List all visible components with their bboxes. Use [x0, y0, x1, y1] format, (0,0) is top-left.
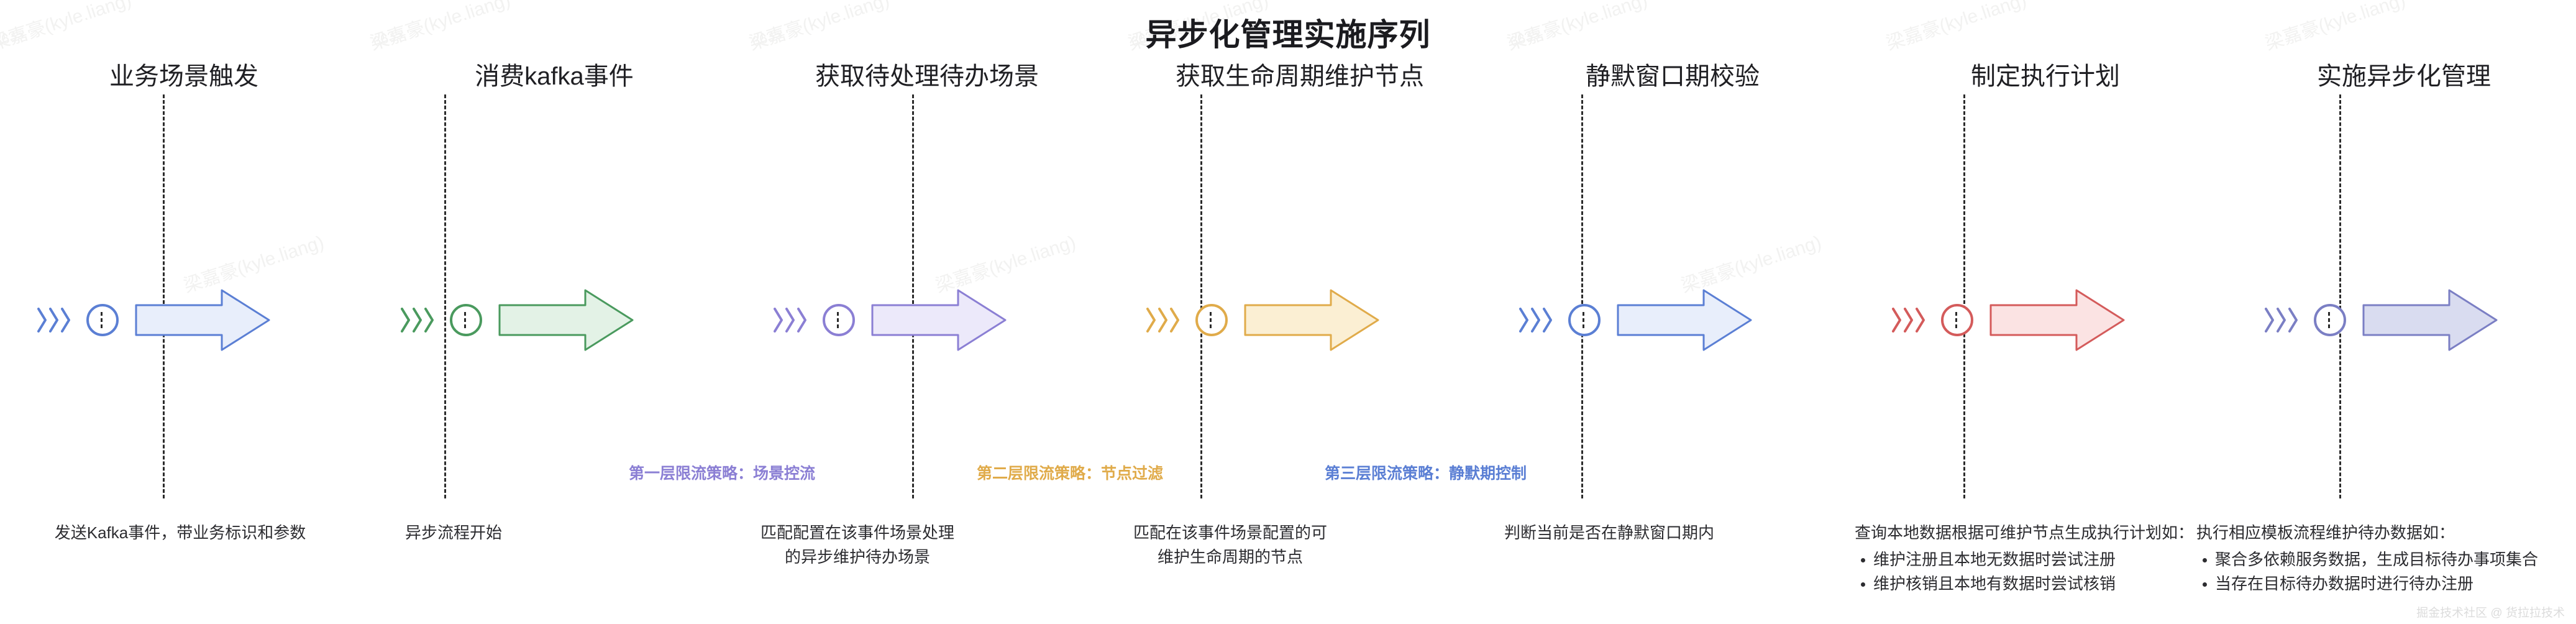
chevron-right-icon — [2277, 308, 2286, 333]
chevron-right-icon — [797, 308, 806, 333]
footer-credit: 掘金技术社区 @ 货拉拉技术 — [2416, 607, 2565, 620]
step-heading-6: 制定执行计划 — [1971, 63, 2120, 90]
flow-arrow-4 — [1244, 289, 1379, 351]
desc-line: 匹配在该事件场景配置的可 — [1133, 523, 1327, 542]
chevron-right-icon — [49, 308, 58, 333]
list-item: 维护注册且本地无数据时尝试注册 — [1855, 548, 2227, 572]
chevron-right-icon — [1519, 308, 1528, 333]
chevron-right-icon — [1146, 308, 1156, 333]
node-marker-4 — [1195, 304, 1228, 336]
desc-line: 异步流程开始 — [404, 523, 502, 542]
lifeline-2 — [444, 94, 446, 498]
flow-segment-7 — [2265, 283, 2499, 357]
page-title: 异步化管理实施序列 — [1145, 17, 1431, 52]
desc-bullet-list-7: 聚合多依赖服务数据，生成目标待办事项集合 当存在目标待办数据时进行待办注册 — [2196, 548, 2575, 596]
node-marker-6 — [1941, 304, 1973, 336]
step-column-3: 获取待处理待办场景 — [741, 0, 1113, 624]
node-marker-3 — [823, 304, 855, 336]
step-heading-3: 获取待处理待办场景 — [815, 63, 1039, 90]
flow-segment-2 — [401, 283, 635, 357]
node-marker-1 — [86, 304, 119, 336]
chevron-right-icon — [413, 308, 422, 333]
step-description-2: 异步流程开始 — [360, 521, 547, 545]
chevron-right-icon — [401, 308, 410, 333]
chevron-right-icon — [1531, 308, 1540, 333]
step-heading-1: 业务场景触发 — [109, 63, 258, 90]
flow-arrow-6 — [1989, 289, 2125, 351]
desc-line: 执行相应模板流程维护待办数据如： — [2196, 523, 2455, 542]
step-column-7: 实施异步化管理 — [2232, 0, 2576, 624]
desc-line: 匹配配置在该事件场景处理 — [760, 523, 954, 542]
chevron-right-icon — [774, 308, 783, 333]
chevron-right-icon — [37, 308, 47, 333]
lifeline-1 — [163, 94, 165, 498]
step-heading-5: 静默窗口期校验 — [1586, 63, 1760, 90]
chevron-right-icon — [1543, 308, 1552, 333]
desc-bullet-list-6: 维护注册且本地无数据时尝试注册 维护核销且本地有数据时尝试核销 — [1855, 548, 2227, 596]
chevron-right-icon — [1904, 308, 1913, 333]
step-description-5: 判断当前是否在静默窗口期内 — [1473, 521, 1746, 545]
flow-arrow-1 — [135, 289, 270, 351]
node-marker-2 — [450, 304, 482, 336]
step-description-7: 执行相应模板流程维护待办数据如： 聚合多依赖服务数据，生成目标待办事项集合 当存… — [2196, 521, 2575, 596]
flow-arrow-7 — [2362, 289, 2498, 351]
flow-arrow-5 — [1617, 289, 1752, 351]
desc-line: 维护生命周期的节点 — [1157, 548, 1303, 566]
step-heading-7: 实施异步化管理 — [2317, 63, 2491, 90]
list-item: 聚合多依赖服务数据，生成目标待办事项集合 — [2196, 548, 2575, 572]
strategy-label-2: 第二层限流策略：节点过滤 — [977, 465, 1164, 482]
flow-segment-5 — [1519, 283, 1753, 357]
lifeline-4 — [1200, 94, 1202, 498]
step-column-5: 静默窗口期校验 — [1486, 0, 1859, 624]
chevron-right-icon — [61, 308, 70, 333]
step-column-6: 制定执行计划 — [1859, 0, 2232, 624]
chevron-right-icon — [1158, 308, 1167, 333]
node-marker-5 — [1568, 304, 1601, 336]
flow-arrow-3 — [871, 289, 1007, 351]
chevron-group-1 — [37, 306, 71, 334]
flow-segment-1 — [37, 283, 272, 357]
lifeline-7 — [2339, 94, 2341, 498]
chevron-right-icon — [785, 308, 795, 333]
step-column-4: 获取生命周期维护节点 — [1113, 0, 1486, 624]
lifeline-6 — [1963, 94, 1965, 498]
chevron-group-4 — [1146, 306, 1181, 334]
chevron-group-5 — [1519, 306, 1553, 334]
desc-line: 的异步维护待办场景 — [784, 548, 930, 566]
desc-line: 查询本地数据根据可维护节点生成执行计划如： — [1855, 523, 2195, 542]
list-item: 当存在目标待办数据时进行待办注册 — [2196, 572, 2575, 596]
chevron-right-icon — [2288, 308, 2298, 333]
chevron-group-2 — [401, 306, 435, 334]
chevron-right-icon — [1170, 308, 1179, 333]
step-description-6: 查询本地数据根据可维护节点生成执行计划如： 维护注册且本地无数据时尝试注册 维护… — [1855, 521, 2227, 596]
step-description-3: 匹配配置在该事件场景处理 的异步维护待办场景 — [721, 521, 994, 569]
lifeline-3 — [912, 94, 914, 498]
node-marker-7 — [2314, 304, 2346, 336]
step-heading-4: 获取生命周期维护节点 — [1176, 63, 1424, 90]
chevron-group-6 — [1892, 306, 1926, 334]
step-description-4: 匹配在该事件场景配置的可 维护生命周期的节点 — [1094, 521, 1367, 569]
step-description-1: 发送Kafka事件，带业务标识和参数 — [6, 521, 354, 545]
desc-line: 判断当前是否在静默窗口期内 — [1504, 523, 1714, 542]
chevron-right-icon — [2265, 308, 2274, 333]
flow-segment-4 — [1146, 283, 1381, 357]
step-heading-2: 消费kafka事件 — [475, 63, 634, 90]
list-item: 维护核销且本地有数据时尝试核销 — [1855, 572, 2227, 596]
flow-arrow-2 — [498, 289, 634, 351]
lifeline-5 — [1581, 94, 1583, 498]
step-column-2: 消费kafka事件 — [368, 0, 741, 624]
flow-segment-3 — [774, 283, 1008, 357]
chevron-group-7 — [2265, 306, 2299, 334]
chevron-group-3 — [774, 306, 808, 334]
chevron-right-icon — [1892, 308, 1901, 333]
chevron-right-icon — [1916, 308, 1925, 333]
flow-segment-6 — [1892, 283, 2126, 357]
strategy-label-1: 第一层限流策略：场景控流 — [629, 465, 816, 482]
desc-line: 发送Kafka事件，带业务标识和参数 — [54, 523, 306, 542]
chevron-right-icon — [424, 308, 434, 333]
step-column-1: 业务场景触发 — [0, 0, 368, 624]
strategy-label-3: 第三层限流策略：静默期控制 — [1325, 465, 1527, 482]
